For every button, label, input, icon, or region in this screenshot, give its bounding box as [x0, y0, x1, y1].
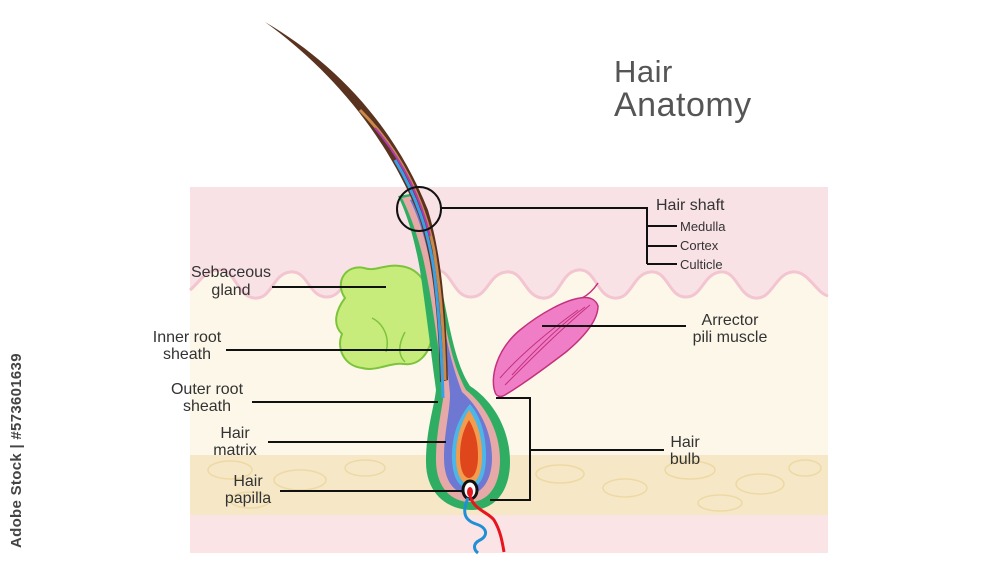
blood-vessel-red	[468, 495, 506, 553]
title-line-2: Anatomy	[614, 86, 752, 124]
leader-lines	[226, 207, 686, 501]
label-arrector-line-1: Arrector	[701, 312, 759, 329]
label-medulla: Medulla	[680, 219, 726, 234]
stock-watermark-text: Adobe Stock | #573601639	[8, 353, 25, 548]
epidermis-outline	[189, 268, 829, 300]
label-arrector-line-2: pili muscle	[692, 329, 768, 346]
sebaceous-fold-1	[371, 317, 388, 353]
hair-matrix	[460, 420, 478, 478]
arrector-fibers	[499, 304, 591, 386]
label-outer-root-line-1: Outer root	[170, 381, 244, 398]
label-sebaceous-line-1: Sebaceous	[190, 264, 272, 281]
title-line-1: Hair	[614, 54, 673, 89]
label-matrix-line-2: matrix	[213, 442, 257, 459]
label-outer-root-line-2: sheath	[182, 398, 232, 415]
label-sebaceous-line-2: gland	[211, 282, 251, 299]
label-matrix-line-1: Hair	[220, 425, 250, 442]
label-papilla-line-2: papilla	[224, 490, 272, 507]
label-inner-root-line-2: sheath	[162, 346, 212, 363]
hair-medulla	[393, 159, 445, 399]
arrector-pili-muscle	[492, 296, 599, 398]
label-bulb-line-2: bulb	[669, 451, 701, 468]
blood-vessel-blue	[463, 497, 487, 555]
label-cuticle: Culticle	[680, 257, 723, 272]
label-inner-root-line-1: Inner root	[152, 329, 222, 346]
hair-inner-purple	[374, 127, 431, 237]
label-papilla-line-1: Hair	[233, 473, 263, 490]
label-hair-shaft: Hair shaft	[656, 197, 725, 214]
label-bulb-line-1: Hair	[670, 434, 700, 451]
deep-layer	[190, 515, 828, 553]
arrector-tendon	[581, 282, 599, 299]
papilla-core	[467, 487, 473, 497]
sebaceous-gland	[335, 264, 434, 370]
label-cortex: Cortex	[680, 238, 719, 253]
